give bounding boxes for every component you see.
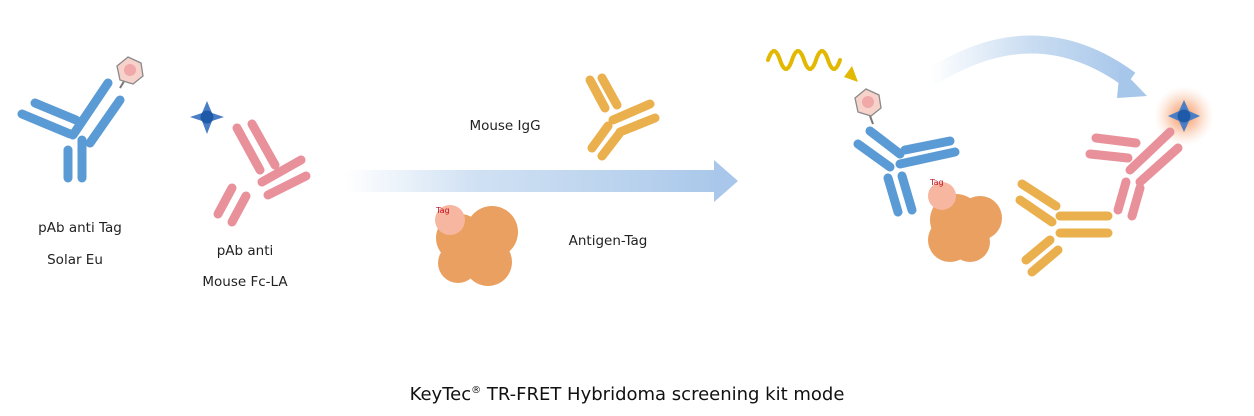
label-mouse-fc-la: Mouse Fc-LA bbox=[202, 274, 288, 290]
caption-text: TR-FRET Hybridoma screening kit mode bbox=[481, 384, 845, 405]
complex-yellow-antibody bbox=[1015, 179, 1113, 277]
transfer-arrow bbox=[345, 160, 738, 202]
acceptor-star-icon bbox=[190, 101, 224, 134]
label-antigen-tag: Antigen-Tag bbox=[568, 233, 648, 249]
complex-acceptor-star-icon bbox=[1168, 100, 1200, 132]
complex-linker bbox=[869, 115, 874, 125]
complex-antigen-blob bbox=[928, 182, 1002, 262]
label-pab-anti: pAb anti bbox=[216, 243, 274, 259]
solar-eu-donor-icon bbox=[116, 56, 144, 85]
mouse-igg-antibody bbox=[585, 73, 660, 161]
pab-anti-mouse-antibody bbox=[213, 119, 311, 227]
excitation-wave-icon bbox=[766, 49, 842, 71]
complex-pink-antibody bbox=[1085, 127, 1183, 221]
tag-label-left: Tag bbox=[436, 206, 450, 215]
label-solar-eu: Solar Eu bbox=[47, 252, 103, 268]
caption-brand: KeyTec bbox=[409, 384, 472, 405]
label-pab-anti-tag: pAb anti Tag bbox=[38, 220, 122, 236]
complex-blue-antibody bbox=[853, 126, 960, 217]
tag-label-right: Tag bbox=[930, 178, 944, 187]
complex-donor-icon bbox=[854, 88, 882, 117]
label-mouse-igg: Mouse IgG bbox=[469, 118, 541, 134]
antigen-tag-blob bbox=[435, 205, 518, 286]
energy-transfer-arrow bbox=[925, 35, 1147, 98]
pab-anti-tag-antibody bbox=[17, 78, 125, 183]
diagram-caption: KeyTec® TR-FRET Hybridoma screening kit … bbox=[0, 384, 1254, 405]
wave-arrowhead-icon bbox=[844, 66, 858, 82]
caption-registered-mark: ® bbox=[471, 385, 482, 396]
